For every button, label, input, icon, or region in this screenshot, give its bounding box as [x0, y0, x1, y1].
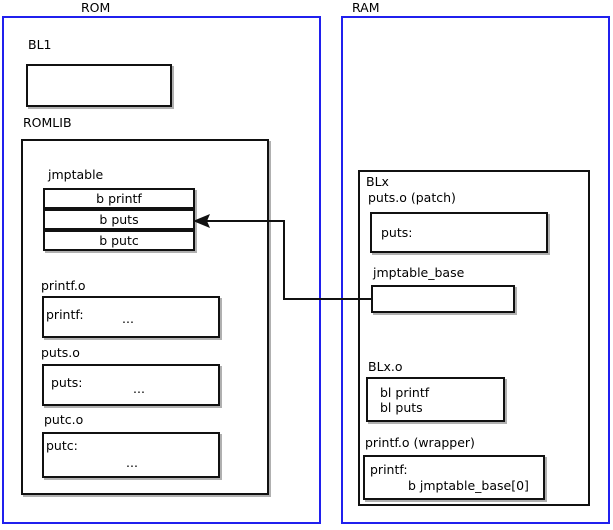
romlib-puts-o-label: puts.o: [41, 345, 80, 360]
romlib-putc-o-box: putc: ...: [42, 432, 220, 478]
ram-region-label: RAM: [352, 0, 380, 15]
printf-wrapper-box: printf: b jmptable_base[0]: [363, 455, 545, 500]
blx-label: BLx: [366, 174, 389, 189]
bl1-label: BL1: [28, 37, 52, 52]
rom-region-label: ROM: [81, 0, 111, 15]
jmptable-base-label: jmptable_base: [373, 265, 465, 280]
blx-puts-patch-box: puts:: [370, 212, 548, 253]
printf-wrapper-line-1: printf:: [370, 462, 408, 477]
romlib-puts-o-box: puts: ...: [42, 364, 220, 406]
romlib-puts-ellipsis: ...: [133, 381, 145, 396]
jmptable-row-0: b printf: [43, 188, 195, 209]
jmptable-label: jmptable: [48, 167, 104, 182]
jmptable-entry-label: b printf: [96, 191, 142, 206]
bl1-box: [26, 64, 172, 107]
romlib-puts-symbol: puts:: [51, 375, 83, 390]
jmptable-box: b printf b puts b putc: [43, 188, 195, 251]
jmptable-base-box: [371, 285, 515, 313]
romlib-printf-o-box: printf: ...: [42, 296, 220, 338]
romlib-label: ROMLIB: [23, 115, 72, 130]
blx-o-line-2: bl puts: [380, 400, 423, 415]
romlib-printf-o-label: printf.o: [41, 278, 86, 293]
blx-o-line-1: bl printf: [380, 385, 430, 400]
printf-wrapper-label: printf.o (wrapper): [365, 435, 475, 450]
romlib-putc-symbol: putc:: [46, 438, 78, 453]
romlib-printf-symbol: printf:: [46, 307, 84, 322]
blx-o-box: bl printf bl puts: [366, 377, 505, 422]
romlib-putc-o-label: putc.o: [44, 412, 84, 427]
romlib-putc-ellipsis: ...: [126, 455, 138, 470]
romlib-printf-ellipsis: ...: [122, 311, 134, 326]
jmptable-row-2: b putc: [43, 230, 195, 251]
blx-puts-patch-symbol: puts:: [381, 225, 413, 240]
connector-arrowhead: [193, 214, 210, 228]
connector-segment-horizontal-bottom: [283, 298, 372, 300]
blx-puts-patch-label: puts.o (patch): [368, 190, 456, 205]
connector-segment-horizontal-top: [207, 220, 285, 222]
jmptable-entry-label: b puts: [99, 212, 139, 227]
jmptable-row-1: b puts: [43, 209, 195, 230]
printf-wrapper-line-2: b jmptable_base[0]: [408, 478, 529, 493]
blx-o-label: BLx.o: [368, 359, 403, 374]
connector-segment-vertical: [283, 220, 285, 300]
jmptable-entry-label: b putc: [99, 233, 139, 248]
